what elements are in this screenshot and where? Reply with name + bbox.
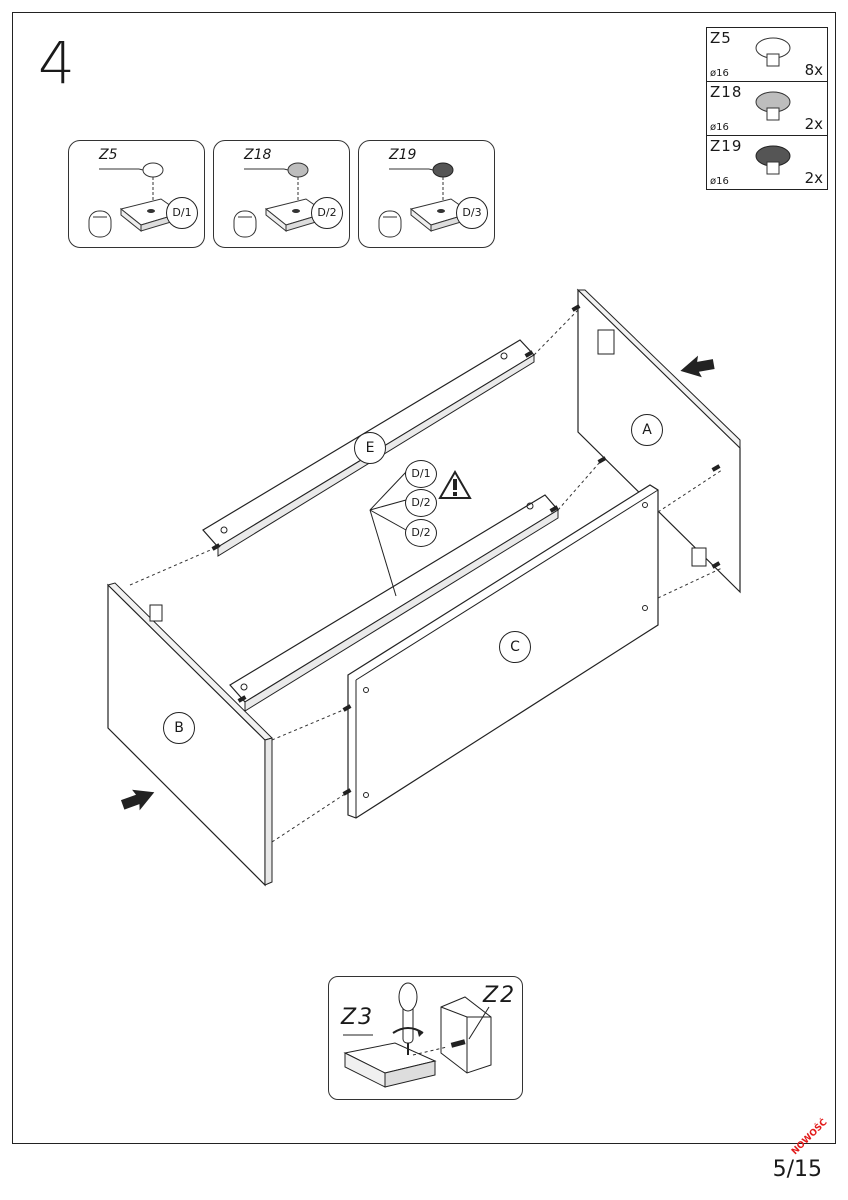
warning-icon	[438, 469, 472, 499]
detail-code: Z18	[244, 147, 272, 163]
cam-cap-white-icon	[755, 37, 791, 67]
cam-cap-dark-icon	[755, 145, 791, 175]
legend-diameter: ø16	[710, 122, 729, 133]
legend-code: Z18	[710, 83, 743, 101]
detail-ref: D/2	[311, 197, 343, 229]
legend-row-z19: Z19 ø16 2x	[707, 136, 827, 189]
assembly-guide-lines	[129, 309, 723, 843]
legend-quantity: 2x	[804, 169, 823, 187]
cam-cap-grey-icon	[755, 91, 791, 121]
page-frame	[12, 12, 836, 1144]
callout-d2: D/2	[405, 519, 437, 547]
cam-lock-b	[149, 604, 163, 622]
legend-diameter: ø16	[710, 176, 729, 187]
detail-code: Z19	[389, 147, 417, 163]
panel-label-e: E	[354, 432, 386, 464]
callout-leaders	[369, 471, 407, 597]
panel-label-b: B	[163, 712, 195, 744]
legend-quantity: 2x	[804, 115, 823, 133]
detail-ref: D/1	[166, 197, 198, 229]
legend-row-z5: Z5 ø16 8x	[707, 28, 827, 82]
parts-legend: Z5 ø16 8x Z18 ø16 2x Z19 ø16 2x	[706, 27, 828, 190]
page-number: 5/15	[772, 1157, 822, 1182]
callout-d1: D/1	[405, 460, 437, 488]
legend-code: Z5	[710, 29, 732, 47]
legend-quantity: 8x	[804, 61, 823, 79]
panel-label-c: C	[499, 631, 531, 663]
detail-ref: D/3	[456, 197, 488, 229]
detail-box-z18: Z18 D/2	[213, 140, 350, 248]
arrow-right-panel-icon	[680, 355, 715, 378]
legend-row-z18: Z18 ø16 2x	[707, 82, 827, 136]
cam-lock-c	[691, 547, 707, 567]
legend-diameter: ø16	[710, 68, 729, 79]
screw-detail-illustration	[343, 982, 492, 1088]
screwdriver-code: Z3	[341, 1005, 375, 1030]
cap-insertion-illustration	[88, 162, 183, 238]
screw-detail-box: Z3 Z2	[328, 976, 523, 1100]
callout-d2: D/2	[405, 489, 437, 517]
detail-code: Z5	[99, 147, 118, 163]
detail-box-z19: Z19 D/3	[358, 140, 495, 248]
legend-code: Z19	[710, 137, 743, 155]
panel-label-a: A	[631, 414, 663, 446]
detail-box-z5: Z5 D/1	[68, 140, 205, 248]
dowels	[211, 304, 721, 796]
arrow-left-panel-icon	[120, 789, 155, 811]
step-number: 4	[38, 29, 75, 97]
cam-lock-a	[597, 329, 615, 355]
screw-code: Z2	[483, 983, 517, 1008]
